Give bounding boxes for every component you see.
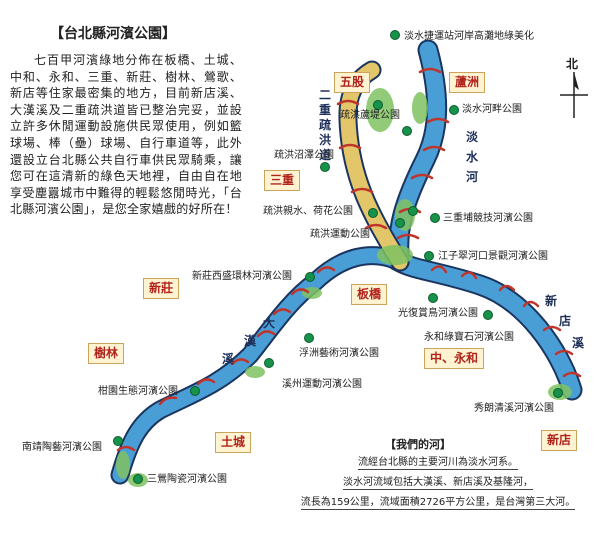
district-tucheng[interactable]: 土城 [215, 432, 252, 453]
river-label-danshui-2: 水 [466, 150, 479, 164]
park-label-jiangzicui[interactable]: 江子翠河口景觀河濱公園 [438, 251, 548, 262]
park-label-guangfu[interactable]: 光復賞鳥河濱公園 [398, 308, 478, 319]
district-sanchong[interactable]: 三重 [264, 170, 301, 191]
park-label-qinshui[interactable]: 疏洪親水、荷花公園 [263, 206, 353, 217]
dahan-river [110, 246, 410, 485]
park-marker-icon[interactable] [430, 213, 440, 223]
park-marker-icon[interactable] [320, 162, 330, 172]
park-marker-icon[interactable] [424, 251, 434, 261]
river-label-xindian-3: 溪 [572, 336, 585, 350]
park-label-sanchong-jingji[interactable]: 三重埔競技河濱公園 [443, 213, 533, 224]
park-label-luti[interactable]: 疏洪蘆堤公園 [340, 110, 400, 121]
district-zhongyonghe[interactable]: 中、永和 [424, 348, 485, 369]
park-marker-icon[interactable] [395, 218, 405, 228]
district-wugu[interactable]: 五股 [334, 72, 371, 93]
river-label-xindian-2: 店 [559, 314, 572, 328]
river-info-line: 流經台北縣的主要河川為淡水河系。 [358, 453, 518, 470]
park-marker-icon[interactable] [264, 358, 274, 368]
park-label-ganyuan[interactable]: 柑園生態河濱公園 [98, 386, 178, 397]
park-label-yundong[interactable]: 疏洪運動公園 [310, 229, 370, 240]
park-marker-icon[interactable] [483, 310, 493, 320]
park-marker-icon[interactable] [449, 105, 459, 115]
park-marker-icon[interactable] [304, 333, 314, 343]
district-banqiao[interactable]: 板橋 [351, 284, 388, 305]
park-marker-icon[interactable] [428, 293, 438, 303]
district-luzhou[interactable]: 蘆洲 [449, 72, 486, 93]
river-label-danshui-1: 淡 [466, 130, 479, 144]
district-shulin[interactable]: 樹林 [88, 343, 125, 364]
north-arrow-icon [560, 72, 588, 118]
park-marker-icon[interactable] [305, 272, 315, 282]
park-label-nanjing[interactable]: 南靖陶藝河濱公園 [22, 442, 102, 453]
district-xindian[interactable]: 新店 [541, 430, 578, 451]
river-info-box: 【我們的河】 流經台北縣的主要河川為淡水河系。 淡水河流域包括大漢溪、新店溪及基… [288, 436, 588, 513]
page-title: 【台北縣河濱公園】 [50, 26, 176, 42]
park-label-xinzhuang-xiyuan[interactable]: 新莊西盛環林河濱公園 [192, 271, 292, 282]
park-marker-icon[interactable] [190, 386, 200, 396]
intro-paragraph: 七百甲河濱綠地分佈在板橋、土城、中和、永和、三重、新莊、樹林、鶯歌、新店等住家最… [10, 53, 242, 217]
park-label-fuzhou[interactable]: 浮洲藝術河濱公園 [299, 348, 379, 359]
park-marker-icon[interactable] [113, 436, 123, 446]
park-label-sanying[interactable]: 三鶯陶瓷河濱公園 [147, 474, 227, 485]
bridges [116, 67, 582, 452]
park-marker-icon[interactable] [368, 208, 378, 218]
park-marker-icon[interactable] [133, 474, 143, 484]
park-label-yonghe-baoshi[interactable]: 永和綠寶石河濱公園 [424, 332, 514, 343]
park-marker-icon[interactable] [553, 388, 563, 398]
park-marker-icon[interactable] [373, 100, 383, 110]
district-xinzhuang[interactable]: 新莊 [143, 278, 180, 299]
river-info-line: 流長為159公里，流域面積2726平方公里，是台灣第三大河。 [300, 493, 576, 510]
river-label-danshui-3: 河 [466, 170, 479, 184]
river-label-floodway: 二重疏洪道 [318, 88, 331, 162]
park-marker-icon[interactable] [408, 206, 418, 216]
notice-label[interactable]: 淡水捷運站河岸高灘地綠美化 [390, 27, 534, 42]
river-label-dahan-3: 溪 [222, 352, 235, 366]
park-label-danshui-pan[interactable]: 淡水河畔公園 [462, 104, 522, 115]
river-label-dahan-1: 大 [263, 316, 276, 330]
park-marker-icon [390, 30, 400, 40]
park-label-xizhou[interactable]: 溪州運動河濱公園 [282, 379, 362, 390]
park-label-xiuling[interactable]: 秀朗清溪河濱公園 [474, 403, 554, 414]
river-label-dahan-2: 漢 [244, 334, 257, 348]
park-marker-icon[interactable] [402, 126, 412, 136]
river-info-line: 淡水河流域包括大漢溪、新店溪及基隆河， [343, 473, 533, 490]
river-label-xindian-1: 新 [545, 294, 558, 308]
north-label: 北 [566, 57, 579, 71]
park-label-zhaoze[interactable]: 疏洪沼澤公園 [274, 150, 334, 161]
river-info-title: 【我們的河】 [385, 438, 451, 451]
